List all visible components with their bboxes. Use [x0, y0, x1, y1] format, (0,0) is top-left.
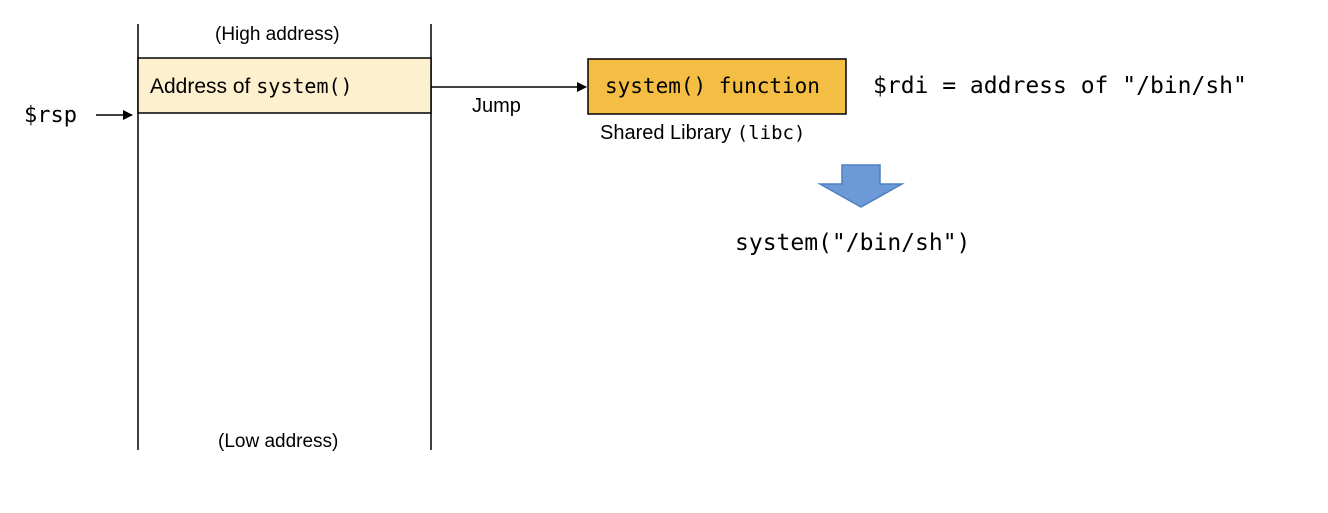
stack-slot-code: system(): [256, 74, 353, 98]
shared-library-label: Shared Library (libc): [600, 123, 805, 143]
stack-slot-label: Address of system(): [150, 76, 353, 97]
stack-slot: [137, 57, 432, 114]
low-address-label: (Low address): [218, 431, 339, 452]
high-address-label: (High address): [215, 24, 340, 45]
system-function-label: system() function: [605, 74, 820, 98]
rdi-register-note: $rdi = address of "/bin/sh": [873, 73, 1247, 99]
rsp-register-label: $rsp: [24, 103, 77, 128]
jump-label: Jump: [472, 95, 521, 117]
shared-library-code: (libc): [736, 122, 806, 144]
result-arrow-icon: [817, 164, 905, 208]
stack-slot-prefix: Address of: [150, 75, 257, 98]
system-function-box: [587, 58, 847, 115]
shared-library-prefix: Shared Library: [600, 122, 737, 144]
system-call-result: system("/bin/sh"): [735, 230, 971, 256]
